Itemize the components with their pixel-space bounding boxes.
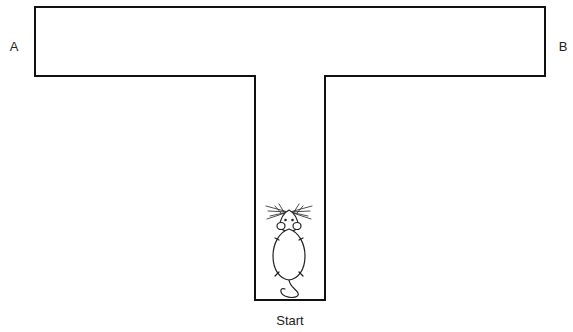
mouse-illustration bbox=[266, 204, 312, 297]
arm-label: B bbox=[559, 40, 568, 53]
start-label: Start bbox=[276, 314, 303, 327]
arm-label: A bbox=[10, 40, 19, 53]
t-maze-outline bbox=[35, 7, 545, 300]
